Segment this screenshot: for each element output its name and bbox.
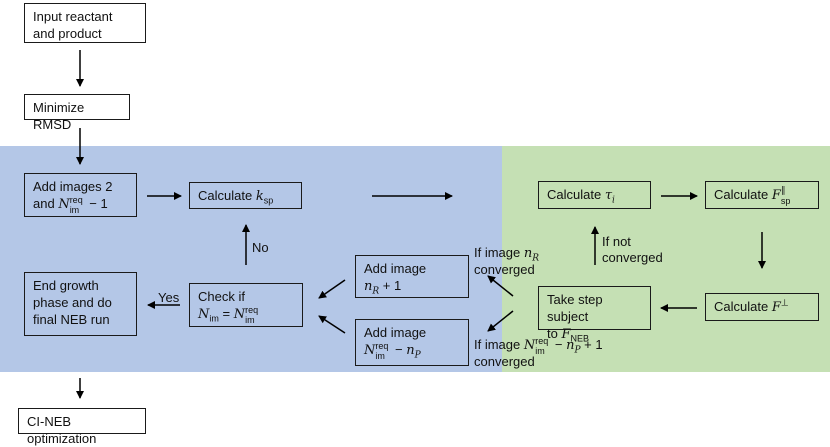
arrows-layer	[76, 50, 766, 399]
growth-region	[0, 146, 502, 372]
calculate-ksp-node: Calculate ksp	[189, 182, 302, 209]
yes-label: Yes	[158, 290, 180, 305]
if-nr-converged-label: If image nR converged	[474, 245, 540, 277]
minimize-rmsd-node: Minimize RMSD	[24, 94, 130, 132]
arrow-add-np-to-check	[318, 315, 346, 334]
add-image-nr-node: Add image nR + 1	[355, 255, 469, 298]
arrow-add-nr-to-check	[318, 279, 346, 299]
if-not-converged-label: If not converged	[602, 234, 663, 265]
arrow-take-step-to-add-np	[487, 310, 514, 332]
arrow-take-step-to-add-nr	[487, 275, 514, 297]
input-node: Input reactant and product	[24, 3, 146, 43]
calculate-fsp-node: Calculate F∥sp	[705, 181, 819, 209]
calculate-fperp-node: Calculate F⊥	[705, 293, 819, 321]
take-step-node: Take step subject to FNEB	[538, 286, 651, 343]
end-growth-node: End growth phase and do final NEB run	[24, 272, 137, 336]
calculate-tau-node: Calculate τi	[538, 181, 651, 209]
no-label: No	[252, 240, 269, 255]
optimization-region	[502, 146, 830, 372]
